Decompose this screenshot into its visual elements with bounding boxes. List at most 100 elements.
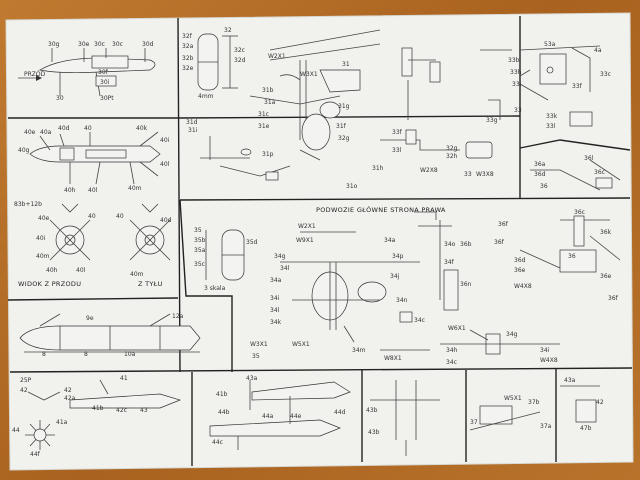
part-label: 36f bbox=[494, 239, 505, 246]
rocket-pod-drawing bbox=[25, 379, 182, 450]
part-label: 31f bbox=[336, 123, 347, 130]
part-label: 40m bbox=[130, 271, 144, 278]
part-label: 37b bbox=[528, 399, 540, 406]
part-label: W3X1 bbox=[300, 71, 318, 78]
part-label: 40 bbox=[116, 213, 124, 220]
part-label: 34h bbox=[446, 347, 458, 354]
front-view-caption: WIDOK Z PRZODU bbox=[18, 280, 81, 288]
part-label: 34j bbox=[390, 273, 400, 280]
part-label: 33j bbox=[512, 81, 522, 88]
part-label: 31b bbox=[262, 87, 274, 94]
part-label: 33k bbox=[546, 113, 558, 120]
part-label: 34m bbox=[352, 347, 366, 354]
part-label: 32 bbox=[224, 27, 232, 34]
part-label: 12a bbox=[172, 313, 184, 320]
part-label: 36 bbox=[540, 183, 548, 190]
part-label: 30g bbox=[48, 41, 60, 48]
part-label: 44b bbox=[218, 409, 230, 416]
part-label: 35b bbox=[194, 237, 206, 244]
part-label: 32f bbox=[182, 33, 193, 40]
paper-sheet bbox=[5, 12, 634, 471]
forward-label: PRZÓD bbox=[24, 71, 46, 78]
part-label: 31e bbox=[258, 123, 270, 130]
part-label: 43 bbox=[140, 407, 148, 414]
part-label: 40 bbox=[84, 125, 92, 132]
part-label: 36c bbox=[594, 169, 605, 176]
mm-label: 4mm bbox=[198, 93, 214, 100]
part-label: 40 bbox=[88, 213, 96, 220]
part-label: 40k bbox=[136, 125, 148, 132]
missile-underside-drawing bbox=[209, 380, 351, 450]
part-label: 34c bbox=[446, 359, 457, 366]
part-label: 40d bbox=[160, 217, 172, 224]
part-label: 40m bbox=[128, 185, 142, 192]
part-label: 33f bbox=[572, 83, 583, 90]
part-label: 8 bbox=[84, 351, 88, 358]
part-label: 30d bbox=[142, 41, 154, 48]
part-label: 35 bbox=[194, 227, 202, 234]
long-body-drawing bbox=[19, 313, 201, 353]
main-gear-leg-drawing bbox=[280, 211, 560, 355]
part-label: 41b bbox=[92, 405, 104, 412]
part-label: 34l bbox=[280, 265, 290, 272]
part-label: 31g bbox=[338, 103, 350, 110]
fuselage-detail-drawing bbox=[519, 45, 601, 127]
part-label: 34k bbox=[270, 319, 282, 326]
part-label: 34g bbox=[506, 331, 518, 338]
part-label: 43a bbox=[246, 375, 258, 382]
main-wheel-drawing bbox=[205, 229, 245, 281]
part-label: 31 bbox=[342, 61, 350, 68]
part-label: 40l bbox=[160, 161, 170, 168]
part-label: 36b bbox=[460, 241, 472, 248]
main-gear-title: PODWOZIE GŁÓWNE STRONA PRAWA bbox=[316, 205, 446, 214]
part-label: 40h bbox=[64, 187, 76, 194]
part-label: 36a bbox=[534, 161, 546, 168]
part-label: 34n bbox=[396, 297, 408, 304]
nose-wheel-drawing bbox=[197, 33, 238, 91]
part-label: W2X8 bbox=[420, 167, 438, 174]
part-label: 83b+12b bbox=[14, 201, 42, 208]
part-label: 36f bbox=[498, 221, 509, 228]
part-label: 31a bbox=[264, 99, 276, 106]
part-label: 34a bbox=[384, 237, 396, 244]
missile-side-drawing bbox=[29, 131, 161, 185]
part-label: 30c bbox=[112, 41, 123, 48]
part-label: 30 bbox=[56, 95, 64, 102]
part-label: 34i bbox=[270, 295, 280, 302]
part-label: W5X1 bbox=[504, 395, 522, 402]
drop-tank-drawing bbox=[18, 48, 156, 97]
part-label: 33l bbox=[546, 123, 556, 130]
part-label: 40l bbox=[76, 267, 86, 274]
part-label: 43a bbox=[564, 377, 576, 384]
part-label: 40a bbox=[40, 129, 52, 136]
part-label: 35c bbox=[194, 261, 205, 268]
part-label: 33f bbox=[392, 129, 403, 136]
part-label: 34g bbox=[274, 253, 286, 260]
part-label: 42c bbox=[116, 407, 127, 414]
part-label: 33c bbox=[600, 71, 611, 78]
panel-dividers bbox=[7, 16, 633, 466]
scale-label: 3 skala bbox=[204, 285, 226, 292]
part-label: 32c bbox=[234, 47, 245, 54]
part-label: 31d bbox=[186, 119, 198, 126]
part-label: 44 bbox=[12, 427, 20, 434]
part-label: 32g bbox=[446, 145, 458, 152]
gear-leg-drawing bbox=[200, 136, 261, 177]
part-label: 34p bbox=[392, 253, 404, 260]
part-label: W5X1 bbox=[292, 341, 310, 348]
part-label: W6X1 bbox=[448, 325, 466, 332]
part-label: W9X1 bbox=[296, 237, 314, 244]
part-label: 32b bbox=[182, 55, 194, 62]
part-label: 42 bbox=[20, 387, 28, 394]
part-label: 36f bbox=[608, 295, 619, 302]
part-label: 34c bbox=[414, 317, 425, 324]
part-label: W3X8 bbox=[476, 171, 494, 178]
part-label: 36 bbox=[568, 253, 576, 260]
part-label: 36d bbox=[534, 171, 546, 178]
part-label: 36n bbox=[460, 281, 472, 288]
part-label: 9e bbox=[86, 315, 94, 322]
main-gear-bay-drawing bbox=[519, 159, 621, 273]
part-label: W3X1 bbox=[250, 341, 268, 348]
part-label: 44a bbox=[262, 413, 274, 420]
